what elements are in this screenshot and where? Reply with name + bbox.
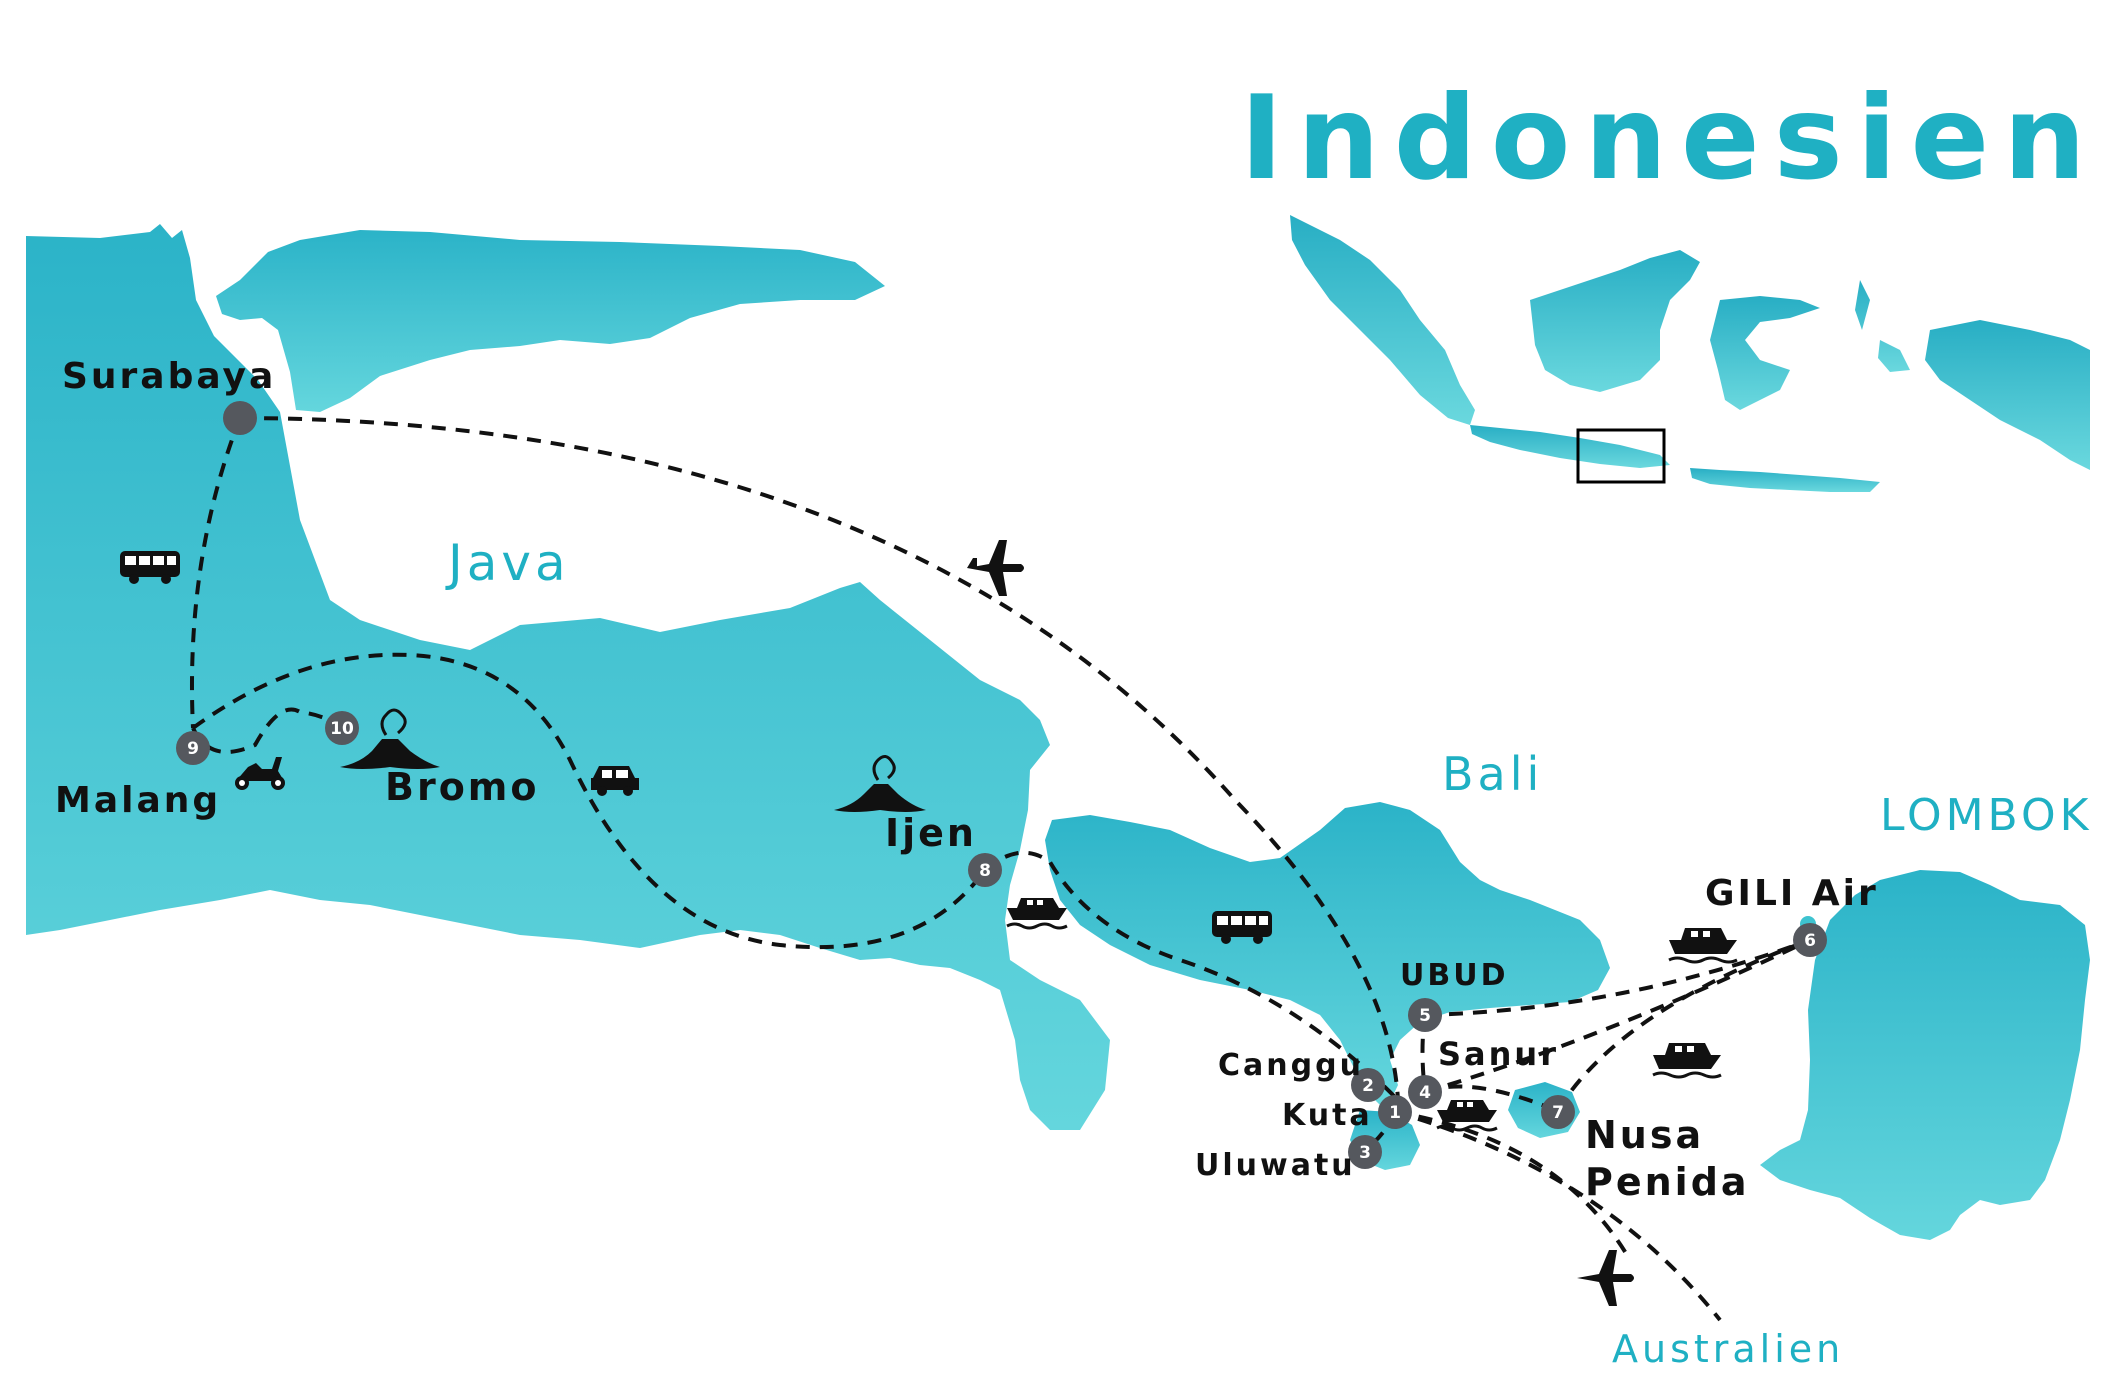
label-kuta: Kuta	[1282, 1098, 1373, 1133]
marker-stop-1[interactable]: 1	[1378, 1095, 1412, 1129]
label-australia: Australien	[1612, 1327, 1844, 1371]
route-malang-bromo	[191, 707, 344, 754]
route-sanur-gili	[1424, 938, 1811, 1094]
route-kuta-australia-2	[1394, 1110, 1632, 1262]
car-icon	[591, 766, 639, 796]
airplane-icon	[967, 540, 1024, 596]
route-ubud-gili	[1424, 938, 1811, 1017]
marker-stop-2[interactable]: 2	[1351, 1068, 1385, 1102]
route-ijen-bali	[983, 850, 1400, 1102]
bus-icon	[1212, 911, 1272, 944]
airplane-icon	[1577, 1250, 1634, 1306]
overview-highlight-box	[1576, 428, 1666, 484]
svg-text:3: 3	[1359, 1143, 1371, 1163]
label-sanur: Sanur	[1438, 1035, 1559, 1073]
marker-stop-9[interactable]: 9	[176, 731, 210, 765]
overview-borneo	[1530, 250, 1700, 392]
volcano-icon	[834, 755, 926, 812]
map-title: Indonesien	[1240, 71, 2100, 206]
label-ijen: Ijen	[885, 811, 977, 855]
route-penida-gili	[1556, 938, 1811, 1112]
marker-stop-3[interactable]: 3	[1348, 1135, 1382, 1169]
label-malang: Malang	[55, 780, 221, 821]
label-gili-air: GILI Air	[1705, 873, 1879, 914]
label-java: Java	[445, 534, 570, 592]
marker-stop-10[interactable]: 10	[325, 711, 359, 745]
label-uluwatu: Uluwatu	[1195, 1148, 1356, 1183]
svg-text:5: 5	[1419, 1006, 1431, 1026]
svg-text:8: 8	[979, 861, 991, 881]
marker-surabaya[interactable]	[223, 401, 257, 435]
label-surabaya: Surabaya	[62, 356, 276, 397]
ferry-icon	[1006, 898, 1068, 930]
madura-island	[216, 230, 885, 412]
route-malang-ijen	[191, 652, 987, 950]
marker-stop-8[interactable]: 8	[968, 853, 1002, 887]
marker-stop-4[interactable]: 4	[1408, 1075, 1442, 1109]
label-nusa: Nusa	[1585, 1113, 1704, 1157]
overview-java	[1470, 425, 1670, 468]
svg-text:2: 2	[1362, 1076, 1374, 1096]
overview-maluku	[1855, 280, 1910, 372]
label-ubud: UBUD	[1400, 958, 1509, 993]
svg-text:4: 4	[1419, 1083, 1431, 1103]
volcano-icon	[340, 708, 440, 769]
label-canggu: Canggu	[1218, 1048, 1364, 1083]
overview-papua	[1925, 320, 2090, 470]
svg-text:1: 1	[1389, 1103, 1401, 1123]
svg-text:10: 10	[330, 719, 354, 739]
label-penida: Penida	[1585, 1160, 1750, 1204]
label-lombok: LOMBOK	[1880, 790, 2092, 841]
marker-stop-5[interactable]: 5	[1408, 998, 1442, 1032]
svg-text:7: 7	[1552, 1103, 1564, 1123]
lombok-island	[1760, 870, 2090, 1240]
marker-stop-6[interactable]: 6	[1793, 923, 1827, 957]
marker-stop-7[interactable]: 7	[1541, 1095, 1575, 1129]
overview-map	[1290, 215, 2090, 492]
label-bromo: Bromo	[385, 765, 540, 809]
java-island	[26, 224, 1110, 1130]
overview-lesser-sunda	[1690, 468, 1880, 492]
routes	[190, 416, 1811, 1322]
bus-icon	[120, 551, 180, 584]
svg-text:6: 6	[1804, 931, 1816, 951]
ferry-icon	[1652, 1043, 1722, 1079]
bali-island	[1045, 802, 1610, 1105]
route-surabaya-malang	[190, 417, 242, 729]
label-bali: Bali	[1442, 747, 1543, 801]
overview-sulawesi	[1710, 296, 1820, 410]
ferry-icon	[1668, 928, 1738, 964]
overview-sumatra	[1290, 215, 1475, 425]
svg-text:9: 9	[187, 739, 199, 759]
ferry-icon	[1436, 1100, 1498, 1132]
scooter-icon	[235, 757, 285, 790]
